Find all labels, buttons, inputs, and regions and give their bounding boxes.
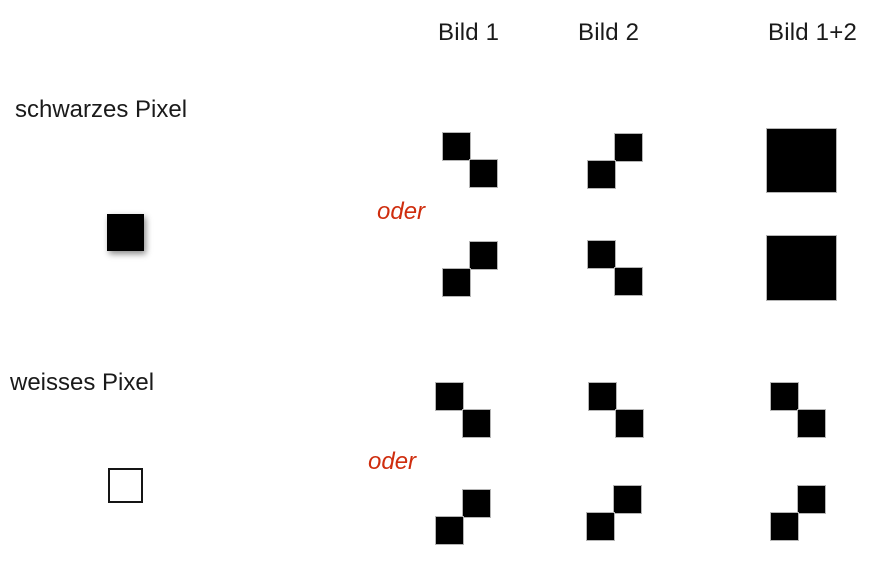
subpixel-black [470,160,497,187]
or-label-white-row: oder [368,448,417,475]
subpixel-white [588,134,615,161]
pattern-black-bild1-option1 [443,133,497,187]
pattern-black-bild1-option2 [443,242,497,296]
subpixel-white [614,513,641,540]
pattern-black-overlay-option2 [767,236,836,300]
subpixel-black [615,134,642,161]
subpixel-black [771,513,798,540]
subpixel-white [443,160,470,187]
subpixel-white [771,486,798,513]
subpixel-white [616,383,643,410]
pattern-black-bild2-option1 [588,134,642,188]
subpixel-white [589,410,616,437]
subpixel-white [771,410,798,437]
pattern-white-bild1-option2 [436,490,490,544]
pattern-white-bild1-option1 [436,383,490,437]
subpixel-black [589,383,616,410]
pattern-black-overlay-option1 [767,129,836,192]
subpixel-white [615,161,642,188]
pattern-black-bild2-option2 [588,241,642,295]
subpixel-black [614,486,641,513]
subpixel-black [801,160,836,192]
subpixel-black [767,236,802,268]
or-label-black-row: oder [377,198,426,225]
subpixel-white [798,513,825,540]
subpixel-black [588,241,615,268]
column-header-bild2: Bild 2 [578,19,640,46]
black-pixel-legend-square [107,214,144,251]
row-label-white-pixel: weisses Pixel [10,369,155,396]
subpixel-black [616,410,643,437]
subpixel-black [801,236,836,268]
subpixel-black [436,517,463,544]
column-header-bild1plus2: Bild 1+2 [768,19,857,46]
row-label-black-pixel: schwarzes Pixel [15,96,188,123]
subpixel-black [463,410,490,437]
subpixel-white [443,242,470,269]
subpixel-white [463,517,490,544]
subpixel-black [798,410,825,437]
subpixel-white [436,490,463,517]
subpixel-black [443,133,470,160]
subpixel-black [587,513,614,540]
subpixel-black [443,269,470,296]
pattern-white-bild2-option1 [589,383,643,437]
subpixel-white [588,268,615,295]
pattern-white-overlay-option2 [771,486,825,540]
subpixel-black [436,383,463,410]
subpixel-white [470,269,497,296]
subpixel-white [436,410,463,437]
subpixel-white [587,486,614,513]
subpixel-black [767,268,802,300]
subpixel-black [767,160,802,192]
subpixel-white [615,241,642,268]
subpixel-white [798,383,825,410]
subpixel-black [463,490,490,517]
subpixel-black [801,129,836,161]
subpixel-black [588,161,615,188]
subpixel-black [798,486,825,513]
subpixel-black [470,242,497,269]
subpixel-black [767,129,802,161]
white-pixel-legend-square [108,468,143,503]
column-header-bild1: Bild 1 [438,19,500,46]
subpixel-white [470,133,497,160]
pattern-white-overlay-option1 [771,383,825,437]
subpixel-white [463,383,490,410]
subpixel-black [771,383,798,410]
subpixel-black [801,268,836,300]
pattern-white-bild2-option2 [587,486,641,540]
subpixel-black [615,268,642,295]
